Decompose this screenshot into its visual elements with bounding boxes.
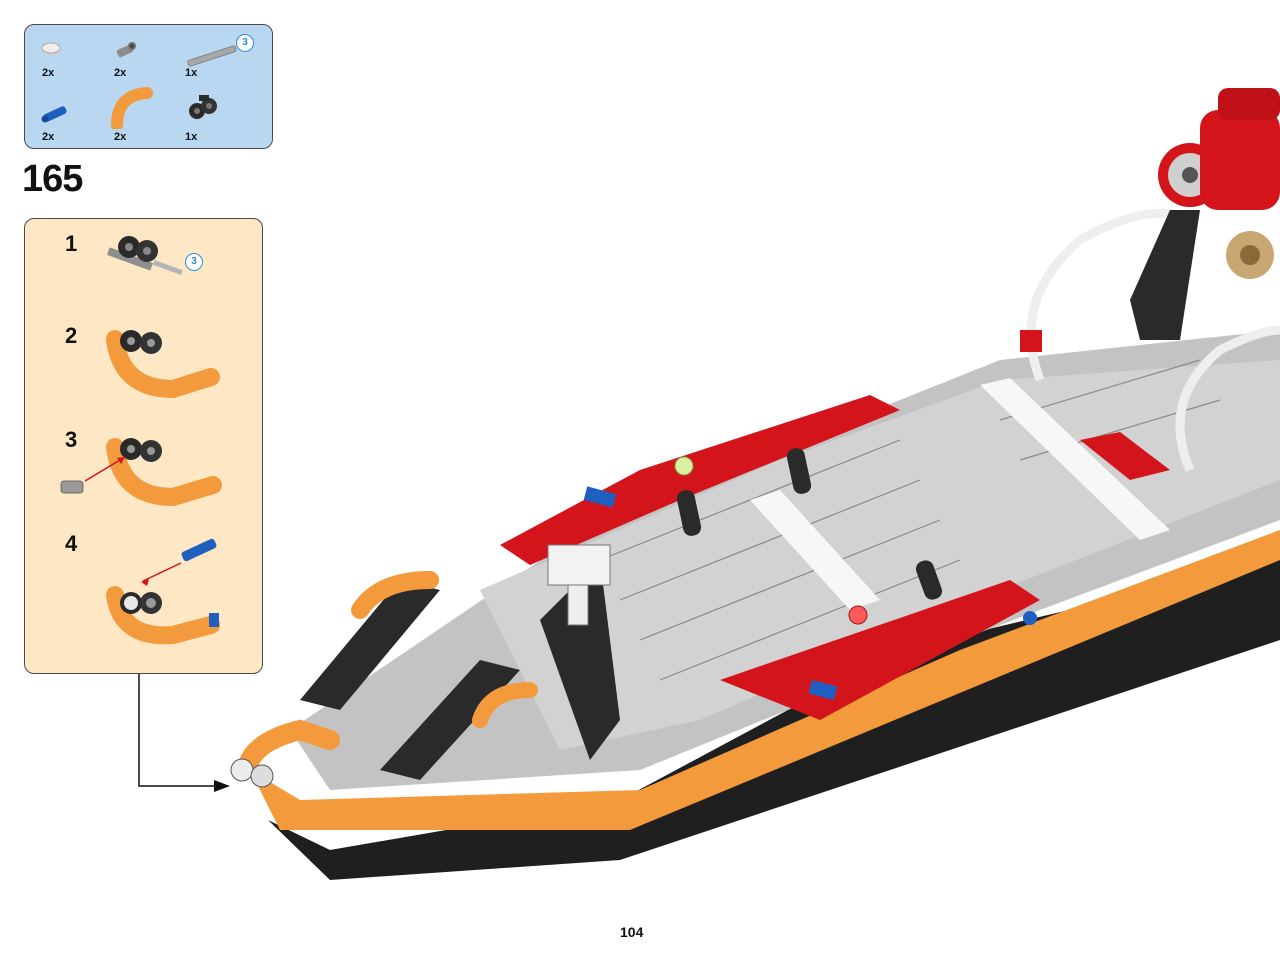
parts-list-box: 2x 2x 1x 3 2x 2x bbox=[24, 24, 273, 149]
substep-1-illustration bbox=[107, 236, 183, 275]
axle-length-badge: 3 bbox=[236, 34, 254, 52]
connector-bush-icon bbox=[116, 42, 136, 58]
curved-panel-part: 2x bbox=[107, 85, 177, 143]
blue-pin-icon bbox=[41, 106, 67, 123]
double-connector-part: 1x bbox=[183, 91, 253, 147]
part-qty: 1x bbox=[185, 131, 198, 143]
substep-4-illustration bbox=[106, 538, 220, 645]
substep-number: 3 bbox=[65, 427, 78, 452]
axle-part: 1x bbox=[183, 35, 253, 91]
substep-number: 1 bbox=[65, 231, 78, 256]
step-number: 165 bbox=[22, 158, 83, 200]
substep-2-illustration bbox=[106, 330, 220, 399]
axle-length-badge: 3 bbox=[185, 253, 203, 271]
part-qty: 1x bbox=[185, 67, 198, 79]
substep-3-illustration bbox=[60, 438, 222, 507]
axle-icon bbox=[187, 45, 237, 67]
part-qty: 2x bbox=[42, 131, 55, 143]
part-qty: 2x bbox=[42, 67, 55, 79]
black-connector-icon bbox=[189, 95, 217, 119]
part-qty: 2x bbox=[114, 67, 127, 79]
round-plate-icon bbox=[41, 42, 61, 56]
substep-number: 4 bbox=[65, 531, 78, 556]
part-qty: 2x bbox=[114, 131, 127, 143]
substeps-box: 1 3 2 3 4 bbox=[24, 218, 263, 674]
orange-curve-icon bbox=[111, 87, 153, 129]
pin-with-axle-part: 2x bbox=[35, 95, 105, 151]
connector-bush-part: 2x bbox=[107, 35, 177, 91]
page-number: 104 bbox=[620, 924, 644, 940]
round-plate-part: 2x bbox=[35, 35, 105, 91]
substep-number: 2 bbox=[65, 323, 78, 348]
